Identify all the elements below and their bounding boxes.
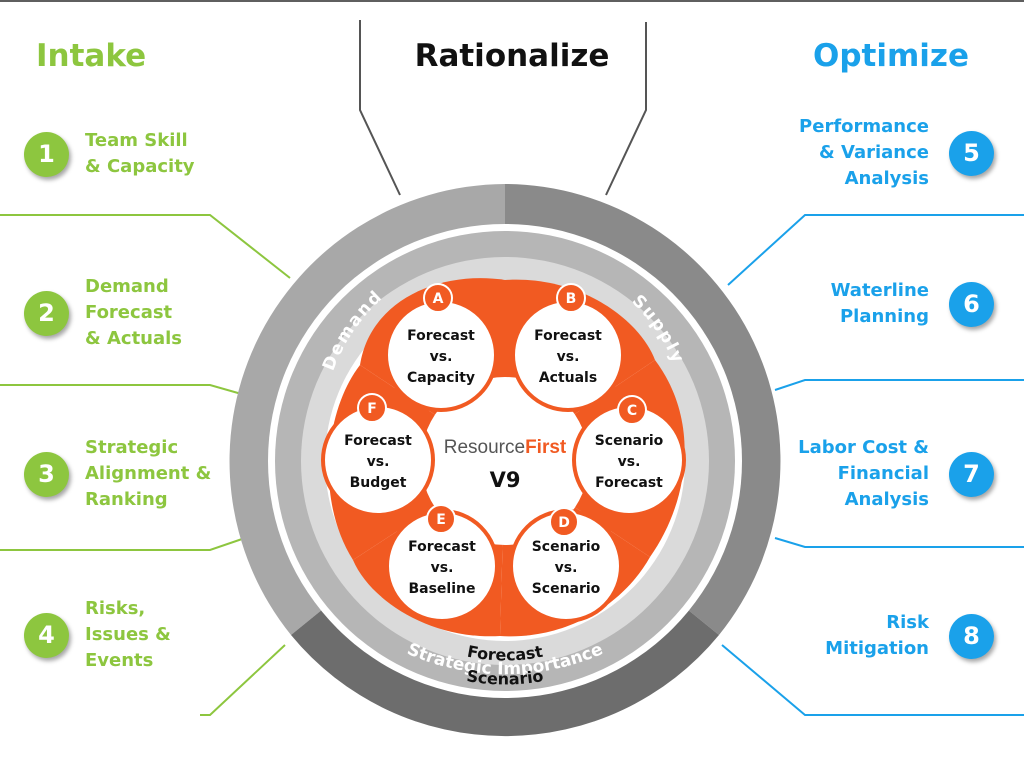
comparison-letter: E [436,512,446,528]
comparison-letter: C [627,403,637,419]
comparison-letter: A [433,291,444,307]
optimize-item-5: 5 Performance & Variance Analysis [799,114,994,192]
heading-intake: Intake [36,38,147,74]
connector-intake-4 [200,644,286,716]
optimize-item-6: 6 Waterline Planning [831,278,994,330]
comparison-d: D Scenario vs. Scenario [509,507,623,623]
comparison-letter: F [367,401,377,417]
connector-rationalize-left [359,20,401,196]
comparison-text: vs. [367,454,390,470]
comparison-text: Capacity [407,370,475,386]
comparison-text: Actuals [539,370,597,386]
intake-label-4: Risks, Issues & Events [85,598,171,671]
number-badge-5: 5 [949,130,994,176]
comparison-f: F Forecast vs. Budget [321,393,435,517]
connector-optimize-5 [727,214,1024,286]
comparison-text: vs. [618,454,641,470]
comparison-a: A Forecast vs. Capacity [384,283,498,412]
connector-optimize-7 [774,537,1024,548]
comparison-text: Scenario [595,433,664,449]
connector-optimize-8 [721,644,1024,716]
comparison-text: Forecast [534,328,602,344]
comparison-text: Baseline [408,581,475,597]
comparison-text: Scenario [532,581,601,597]
top-border [0,0,1024,2]
comparison-text: vs. [555,560,578,576]
comparison-bubbles: A Forecast vs. Capacity B Forecast vs. ActualsC… [321,283,686,623]
heading-optimize: Optimize [813,38,969,74]
connector-intake-1 [0,214,291,279]
intake-label-3: Strategic Alignment & Ranking [85,437,212,510]
comparison-text: vs. [557,349,580,365]
optimize-label-5: Performance & Variance Analysis [799,116,929,189]
number-badge-1: 1 [24,131,69,177]
comparison-e: E Forecast vs. Baseline [385,504,499,623]
comparison-letter-badge [556,283,586,313]
version-label: V9 [489,468,521,492]
comparison-text: Forecast [408,539,476,555]
comparison-text: Scenario [532,539,601,555]
number-badge-4: 4 [24,612,69,658]
connector-rationalize-right [605,22,647,196]
intake-item-2: 2 Demand Forecast & Actuals [24,274,182,352]
comparison-c: C Scenario vs. Forecast [572,395,686,517]
optimize-label-7: Labor Cost & Financial Analysis [798,437,929,510]
comparison-letter: B [566,291,577,307]
comparison-letter-badge [549,507,579,537]
intake-label-2: Demand Forecast & Actuals [85,276,183,349]
optimize-item-7: 7 Labor Cost & Financial Analysis [798,435,994,513]
optimize-label-8: Risk Mitigation [825,612,929,659]
resourcefirst-logo: ResourceFirst [443,437,567,459]
intake-item-4: 4 Risks, Issues & Events [24,596,171,674]
connector-intake-3 [0,537,246,551]
label-scenario: Scenario [465,666,544,688]
number-badge-3: 3 [24,451,69,497]
comparison-text: Forecast [344,433,412,449]
comparison-letter-badge [423,283,453,313]
logo-main: Resource [443,437,526,458]
comparison-text: Forecast [595,475,663,491]
heading-rationalize: Rationalize [414,38,610,74]
number-badge-2: 2 [24,290,69,336]
comparison-letter-badge [617,395,647,425]
intake-label-1: Team Skill & Capacity [85,130,195,177]
number-badge-6: 6 [949,281,994,327]
center-disc [421,377,589,545]
comparison-letter-badge [357,393,387,423]
logo-accent: First [525,437,567,458]
connector-intake-2 [0,384,246,396]
connector-optimize-6 [774,379,1024,391]
comparison-text: Budget [350,475,407,491]
comparison-text: vs. [431,560,454,576]
comparison-b: B Forecast vs. Actuals [511,283,625,412]
comparison-text: vs. [430,349,453,365]
optimize-item-8: 8 Risk Mitigation [825,610,994,662]
number-badge-8: 8 [949,613,994,659]
intake-item-1: 1 Team Skill & Capacity [24,128,195,180]
comparison-letter-badge [426,504,456,534]
optimize-label-6: Waterline Planning [830,280,929,327]
intake-item-3: 3 Strategic Alignment & Ranking [24,435,211,513]
label-forecast: Forecast [466,642,545,665]
number-badge-7: 7 [949,451,994,497]
comparison-text: Forecast [407,328,475,344]
comparison-letter: D [558,515,570,531]
